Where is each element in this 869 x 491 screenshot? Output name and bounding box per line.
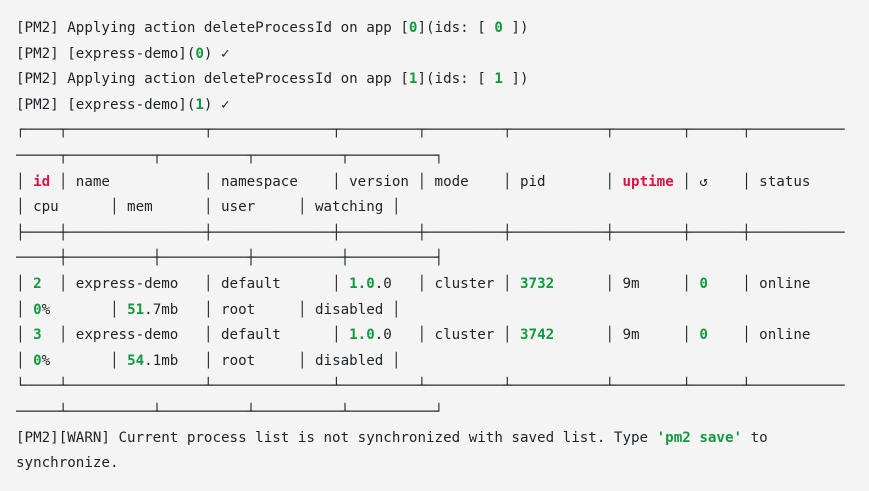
terminal-text: .0 │ cluster │: [374, 327, 520, 344]
terminal-text: [PM2][WARN] Current process list is not …: [16, 429, 657, 446]
terminal-text-red: uptime: [622, 173, 674, 190]
terminal-text: .1mb │ root │ disabled │: [144, 352, 401, 369]
terminal-text: └────┴────────────────┴──────────────┴──…: [16, 378, 845, 395]
terminal-text-green: 0: [699, 275, 708, 292]
terminal-text-green: 2: [33, 275, 42, 292]
terminal-line: [PM2] Applying action deleteProcessId on…: [16, 67, 869, 93]
terminal-text-green: 1: [494, 71, 503, 88]
terminal-text: │: [16, 327, 34, 344]
terminal-line: ─────┴──────────┴──────────┴──────────┴─…: [16, 400, 869, 426]
terminal-text: ]): [502, 20, 529, 36]
terminal-text: ─────┬──────────┬──────────┬──────────┬─…: [16, 147, 444, 164]
terminal-text: ](ids: [: [417, 71, 495, 88]
terminal-text-green: 1: [195, 96, 204, 113]
terminal-text: │ express-demo │ default │: [41, 327, 350, 344]
terminal-text: │ online: [707, 327, 845, 344]
terminal-line: ├────┼────────────────┼──────────────┼──…: [16, 221, 869, 247]
terminal-text: % │: [41, 352, 128, 369]
terminal-line: [PM2][WARN] Current process list is not …: [16, 426, 869, 452]
terminal-text-green: 3742: [519, 327, 555, 344]
terminal-text: ) ✓: [203, 96, 230, 113]
terminal-text: [PM2] [express-demo](: [16, 45, 196, 62]
terminal-text: │ ↺ │ status: [673, 173, 845, 190]
terminal-text: │ online: [707, 275, 845, 292]
terminal-text: [PM2] Applying action deleteProcessId on…: [16, 20, 409, 36]
terminal-line: │ 3 │ express-demo │ default │ 1.0.0 │ c…: [16, 323, 869, 349]
terminal-text: ┌────┬────────────────┬──────────────┬──…: [16, 122, 845, 139]
terminal-line: [PM2] Applying action deleteProcessId on…: [16, 16, 869, 42]
terminal-text: │ 9m │: [554, 327, 700, 344]
terminal-text-green: 3732: [519, 275, 555, 292]
terminal-line: │ 0% │ 51.7mb │ root │ disabled │: [16, 298, 869, 324]
terminal-text-green: 54: [127, 352, 145, 369]
terminal-line: │ 2 │ express-demo │ default │ 1.0.0 │ c…: [16, 272, 869, 298]
terminal-text: │ name │ namespace │ version │ mode │ pi…: [50, 173, 623, 190]
terminal-text-green: 0: [33, 301, 42, 318]
terminal-text-green: 51: [127, 301, 145, 318]
terminal-text: ─────┼──────────┼──────────┼──────────┼─…: [16, 250, 444, 267]
terminal-text-green: 'pm2 save': [656, 429, 743, 446]
terminal-text-red: id: [33, 173, 51, 190]
terminal-line: └────┴────────────────┴──────────────┴──…: [16, 374, 869, 400]
terminal-text: ](ids: [: [417, 20, 495, 36]
terminal-text: to: [742, 429, 768, 446]
terminal-text: │ 9m │: [554, 275, 700, 292]
terminal-line: ─────┬──────────┬──────────┬──────────┬─…: [16, 144, 869, 170]
terminal-line: │ cpu │ mem │ user │ watching │: [16, 195, 869, 221]
terminal-text: [PM2] [express-demo](: [16, 96, 196, 113]
terminal-line: ─────┼──────────┼──────────┼──────────┼─…: [16, 246, 869, 272]
terminal-text-green: 1.0: [349, 275, 375, 292]
terminal-text: .0 │ cluster │: [374, 275, 520, 292]
terminal-text: │: [16, 352, 34, 369]
terminal-line: │ id │ name │ namespace │ version │ mode…: [16, 170, 869, 196]
terminal-text-green: 0: [195, 45, 204, 62]
terminal-text: ├────┼────────────────┼──────────────┼──…: [16, 224, 845, 241]
terminal-text-green: 0: [408, 20, 418, 36]
terminal-text: ]): [502, 71, 529, 88]
terminal-text-green: 0: [494, 20, 503, 36]
terminal-text: synchronize.: [16, 455, 119, 472]
terminal-text-green: 0: [699, 327, 708, 344]
terminal-text: │ cpu │ mem │ user │ watching │: [16, 199, 401, 216]
terminal-text: % │: [41, 301, 128, 318]
terminal-text: │ express-demo │ default │: [41, 275, 350, 292]
terminal-line: synchronize.: [16, 451, 869, 477]
terminal-text-green: 1: [408, 71, 418, 88]
terminal-text: .7mb │ root │ disabled │: [144, 301, 401, 318]
terminal-text-green: 0: [33, 352, 42, 369]
terminal-text: │: [16, 275, 34, 292]
terminal-text: │: [16, 173, 34, 190]
terminal-line: [PM2] [express-demo](1) ✓: [16, 93, 869, 119]
terminal-text: │: [16, 301, 34, 318]
terminal-text: ) ✓: [203, 45, 230, 62]
terminal-text-green: 3: [33, 327, 42, 344]
terminal-text-green: 1.0: [349, 327, 375, 344]
terminal-line: [PM2] [express-demo](0) ✓: [16, 42, 869, 68]
terminal-text: [PM2] Applying action deleteProcessId on…: [16, 71, 409, 88]
terminal-line: ┌────┬────────────────┬──────────────┬──…: [16, 118, 869, 144]
terminal-line: │ 0% │ 54.1mb │ root │ disabled │: [16, 349, 869, 375]
terminal-text: ─────┴──────────┴──────────┴──────────┴─…: [16, 403, 444, 420]
